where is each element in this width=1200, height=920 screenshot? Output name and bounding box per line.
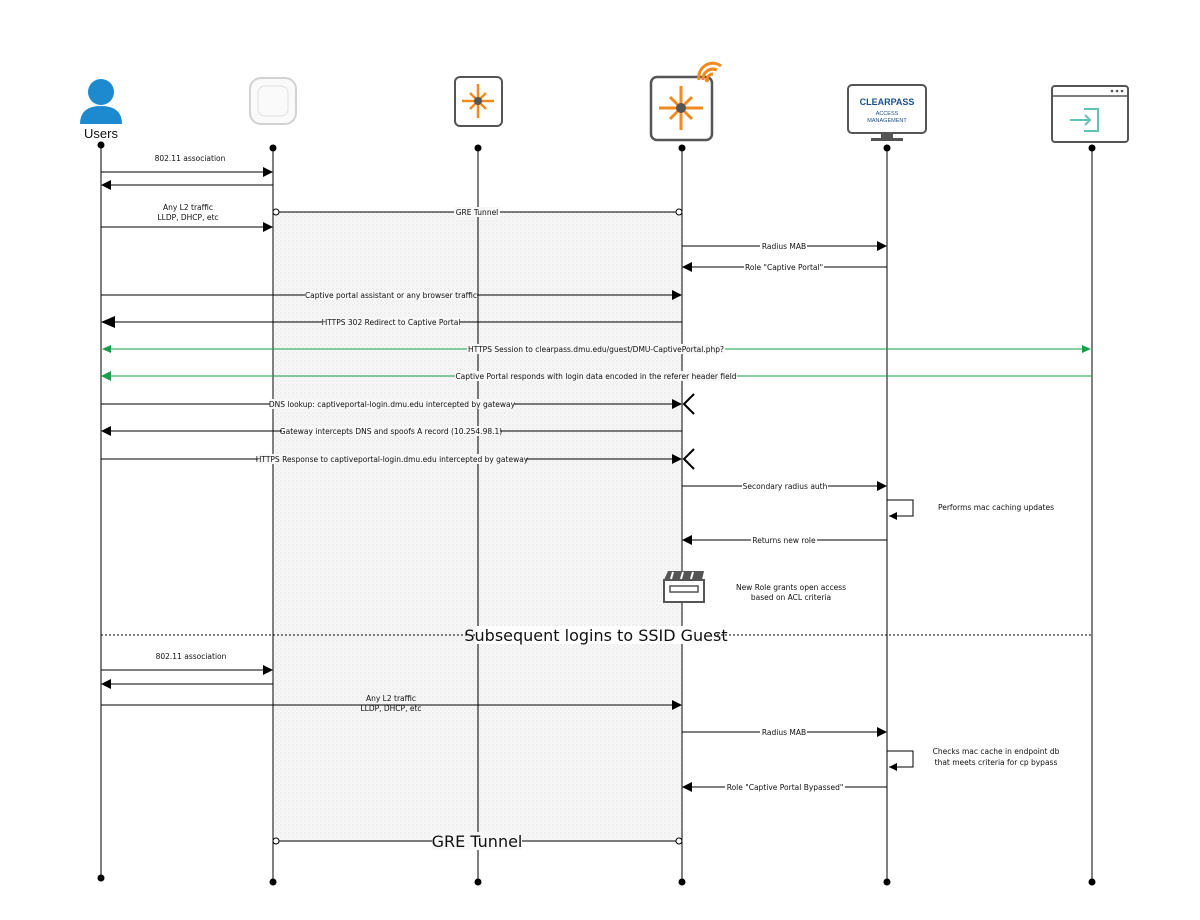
msg-secondary-radius: Secondary radius auth	[743, 482, 828, 491]
msg-https-302: HTTPS 302 Redirect to Captive Portal	[322, 318, 461, 327]
clearpass-brand: CLEARPASS	[860, 97, 915, 107]
clearpass-sub1: ACCESS	[876, 111, 899, 117]
green-arrowheads	[102, 345, 1091, 353]
msg-radius-mab: Radius MAB	[762, 242, 806, 251]
msg-any-l2-traffic: Any L2 traffic	[163, 203, 213, 212]
msg-https-response: HTTPS Response to captiveportal-login.dm…	[256, 455, 529, 464]
access-point-icon	[249, 77, 297, 125]
msg-returns-new-role: Returns new role	[752, 536, 816, 545]
login-window-icon	[1051, 85, 1129, 143]
note-new-role-b: based on ACL criteria	[751, 593, 831, 602]
extra-arrowheads	[889, 512, 897, 771]
msg-lldp-dhcp: LLDP, DHCP, etc	[157, 213, 218, 222]
wireless-gateway-icon	[649, 61, 722, 142]
note-new-role-a: New Role grants open access	[736, 583, 846, 592]
clearpass-monitor-icon: CLEARPASS ACCESS MANAGEMENT	[847, 84, 927, 141]
tunnel-endpoints	[272, 208, 683, 845]
lifeline-endpoints	[97, 141, 1096, 886]
clapperboard-icon	[663, 571, 705, 603]
msg-gw-spoofs: Gateway intercepts DNS and spoofs A reco…	[280, 427, 502, 436]
note-checks-a: Checks mac cache in endpoint db	[933, 747, 1060, 756]
msg-cp-responds: Captive Portal responds with login data …	[455, 372, 736, 381]
note-mac-caching: Performs mac caching updates	[938, 503, 1054, 512]
intercept-marks	[682, 393, 695, 470]
note-checks-b: that meets criteria for cp bypass	[935, 758, 1058, 767]
users-label: Users	[84, 126, 118, 141]
msg-gre-tunnel: GRE Tunnel	[456, 208, 499, 217]
msg-gre-tunnel-2: GRE Tunnel	[432, 832, 523, 851]
msg-captive-portal-assistant: Captive portal assistant or any browser …	[305, 291, 477, 300]
clearpass-sub2: MANAGEMENT	[867, 118, 907, 124]
msg-lldp-dhcp-2: LLDP, DHCP, etc	[360, 704, 421, 713]
msg-80211-association-2: 802.11 association	[156, 652, 227, 661]
switch-icon	[454, 76, 503, 127]
msg-role-captive-portal: Role "Captive Portal"	[745, 263, 823, 272]
msg-80211-association: 802.11 association	[155, 154, 226, 163]
msg-any-l2-traffic-2: Any L2 traffic	[366, 694, 416, 703]
msg-https-session: HTTPS Session to clearpass.dmu.edu/guest…	[468, 345, 724, 354]
user-icon	[80, 79, 122, 124]
msg-dns-lookup: DNS lookup: captiveportal-login.dmu.edu …	[269, 400, 516, 409]
subsequent-logins-heading: Subsequent logins to SSID Guest	[464, 626, 727, 645]
msg-role-bypassed: Role "Captive Portal Bypassed"	[727, 783, 844, 792]
msg-radius-mab-2: Radius MAB	[762, 728, 806, 737]
labels: 802.11 association Any L2 traffic LLDP, …	[155, 154, 1060, 851]
